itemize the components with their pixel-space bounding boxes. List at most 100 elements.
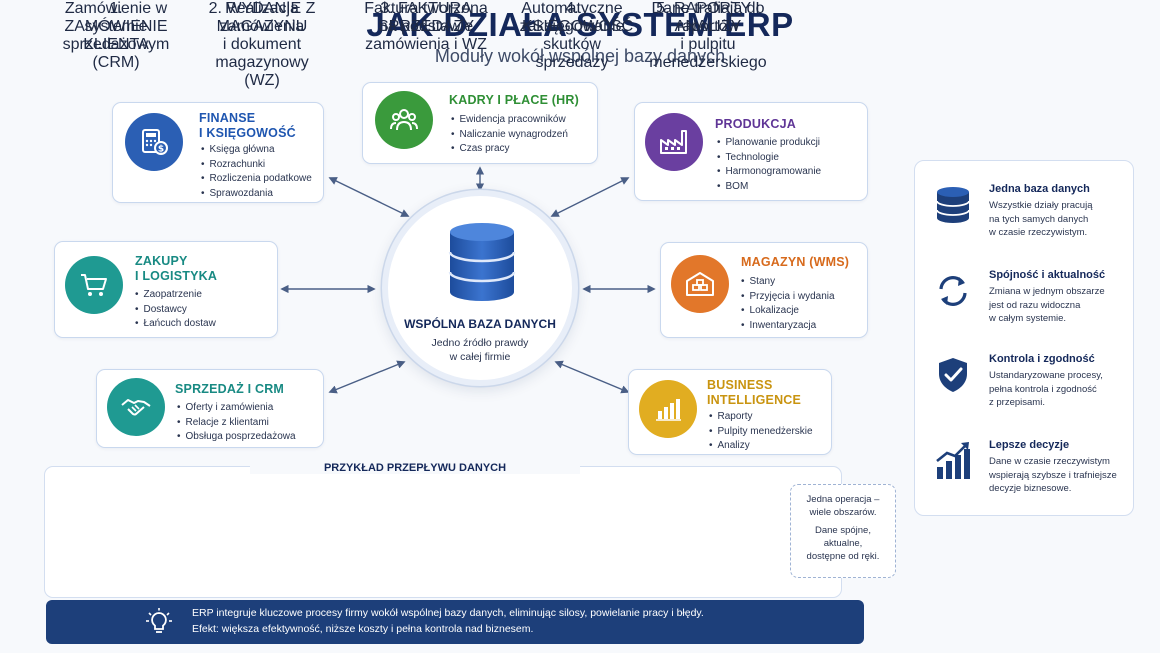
produkcja-title: PRODUKCJA [715,117,796,131]
flow-step-desc-line: Zamówienie w systemie [64,0,168,35]
flow-step-desc: Zamówienie w systemie sprzedażowym (CRM) [60,0,172,72]
benefit-desc-line: decyzje biznesowe. [989,483,1072,494]
flow-step-title: 2. WYDANIE Z MAGAZYNU [208,0,316,35]
flow-step-title: 1. ZAMÓWIENIE KLIENTA [64,0,168,53]
sprzedaz-item: Relacje z klientami [177,416,296,431]
summary-bar: ERP integruje kluczowe procesy firmy wok… [46,600,864,644]
benefit-desc-line: z przepisami. [989,397,1045,408]
benefit-title: Jedna baza danych [989,183,1090,195]
note-line: Jedna operacja – [806,494,880,505]
warehouse-icon [671,255,729,313]
magazyn-item: Przyjęcia i wydania [741,290,835,305]
kadry-item: Ewidencja pracowników [451,113,568,128]
module-magazyn: MAGAZYN (WMS) Stany Przyjęcia i wydania … [660,242,868,338]
magazyn-item: Stany [741,275,835,290]
arrow-produkcja [550,177,630,217]
note-line: Dane spójne, [815,525,871,536]
kadry-item: Czas pracy [451,142,568,157]
benefit-desc-line: Ustandaryzowane procesy, [989,370,1103,381]
data-flow-panel [44,466,842,598]
finanse-item: Księga główna [201,143,312,158]
center-subtitle-2: w całej firmie [449,351,511,363]
flow-step-desc: Dane trafiają do raportów i pulpitu mene… [646,0,770,72]
finanse-item: Sprawozdania [201,187,312,202]
factory-icon [645,113,703,171]
sync-arrows-icon [939,276,967,306]
bi-item: Analizy [709,439,813,454]
produkcja-item: Planowanie produkcji [717,136,821,151]
module-bi: BUSINESS INTELLIGENCE Raporty Pulpity me… [628,369,832,455]
benefit-desc: Zmiana w jednym obszarze jest od razu wi… [989,285,1129,326]
flow-step-desc-line: Realizacja zamówienia [219,0,305,35]
zakupy-title-2: I LOGISTYKA [135,269,218,283]
benefit-title: Spójność i aktualność [989,269,1106,281]
lightbulb-icon [146,608,172,633]
bi-item: Raporty [709,410,813,425]
center-title: WSPÓLNA BAZA DANYCH [404,317,556,331]
flow-step-desc: Faktura tworzona na podstawie zamówienia… [358,0,494,54]
arrow-sprzedaz [328,360,406,394]
zakupy-title-1: ZAKUPY [135,254,188,268]
sprzedaz-title: SPRZEDAŻ I CRM [175,382,285,396]
produkcja-item: Harmonogramowanie [717,165,822,180]
flow-title: PRZYKŁAD PRZEPŁYWU DANYCH [250,462,580,474]
database-icon [936,187,970,223]
benefit-desc-line: Zmiana w jednym obszarze [989,286,1105,297]
flow-step-desc: Realizacja zamówienia i dokument magazyn… [198,0,326,90]
kadry-item: Naliczanie wynagrodzeń [451,128,568,143]
magazyn-title: MAGAZYN (WMS) [741,255,850,269]
flow-step-desc-line: Automatyczne zaksięgowanie [519,0,625,35]
note-line: aktualne, [823,538,863,549]
flow-step-desc-line: Dane trafiają do raportów [651,0,765,35]
operation-note: Jedna operacja – wiele obszarów. Dane sp… [790,484,896,578]
handshake-icon [107,378,165,436]
finanse-title-2: I KSIĘGOWOŚĆ [199,126,296,140]
flow-step-title: 5. RAPORTY I ANALIZY [656,0,760,35]
flow-step-desc-line: sprzedażowym (CRM) [62,36,170,71]
flow-step-desc-line: i pulpitu menedżerskiego [649,36,767,71]
flow-step-desc-line: Faktura tworzona na podstawie [364,0,488,35]
zakupy-item: Dostawcy [135,303,216,318]
flow-step-desc-line: i dokument magazynowy (WZ) [215,36,309,89]
produkcja-item: BOM [717,180,821,195]
module-zakupy: ZAKUPY I LOGISTYKA Zaopatrzenie Dostawcy… [54,241,278,338]
module-finanse: $ FINANSE I KSIĘGOWOŚĆ Księga główna Roz… [112,102,324,203]
benefit-desc-line: jest od razu widoczna [989,299,1081,311]
benefit-desc-line: Dane w czasie rzeczywistym [989,456,1110,467]
svg-text:$: $ [158,145,164,155]
module-kadry: KADRY I PŁACE (HR) Ewidencja pracowników… [362,82,598,164]
note-line: wiele obszarów. [809,507,877,518]
summary-line-1: ERP integruje kluczowe procesy firmy wok… [192,607,704,619]
summary-line-2: Efekt: większa efektywność, niższe koszt… [192,623,534,635]
finanse-title-1: FINANSE [199,111,256,125]
sprzedaz-item: Oferty i zamówienia [177,401,296,416]
finanse-item: Rozrachunki [201,158,312,173]
bi-title-2: INTELLIGENCE [707,393,802,407]
produkcja-item: Technologie [717,151,821,166]
arrow-bi [554,360,630,394]
benefit-desc-line: w całym systemie. [989,313,1067,324]
zakupy-item: Łańcuch dostaw [135,317,216,332]
shopping-cart-icon [65,256,123,314]
bi-title-1: BUSINESS [707,378,773,392]
module-produkcja: PRODUKCJA Planowanie produkcji Technolog… [634,102,868,201]
benefit-title: Kontrola i zgodność [989,353,1095,365]
benefit-desc-line: na tych samych danych [989,213,1089,225]
benefit-desc: Dane w czasie rzeczywistym wspierają szy… [989,455,1129,496]
benefit-desc-line: pełna kontrola i zgodność [989,383,1097,395]
flow-step-desc: Automatyczne zaksięgowanie skutków sprze… [508,0,636,72]
database-icon [448,223,516,301]
benefit-desc-line: Wszystkie działy pracują [989,200,1093,211]
bi-item: Pulpity menedżerskie [709,425,813,440]
center-subtitle-1: Jedno źródło prawdy [431,337,529,349]
shield-check-icon [939,358,967,392]
finanse-item: Rozliczenia podatkowe [201,172,312,187]
bar-chart-icon [639,380,697,438]
central-database: WSPÓLNA BAZA DANYCH Jedno źródło prawdy … [382,190,578,386]
flow-step-title: 3. FAKTURA SPRZEDAŻY [377,0,474,35]
module-sprzedaz: SPRZEDAŻ I CRM Oferty i zamówienia Relac… [96,369,324,448]
magazyn-item: Lokalizacje [741,304,835,319]
flow-step-desc-line: zamówienia i WZ [365,36,487,53]
page-subtitle: Moduły wokół wspólnej bazy danych [434,46,726,66]
people-group-icon [375,91,433,149]
